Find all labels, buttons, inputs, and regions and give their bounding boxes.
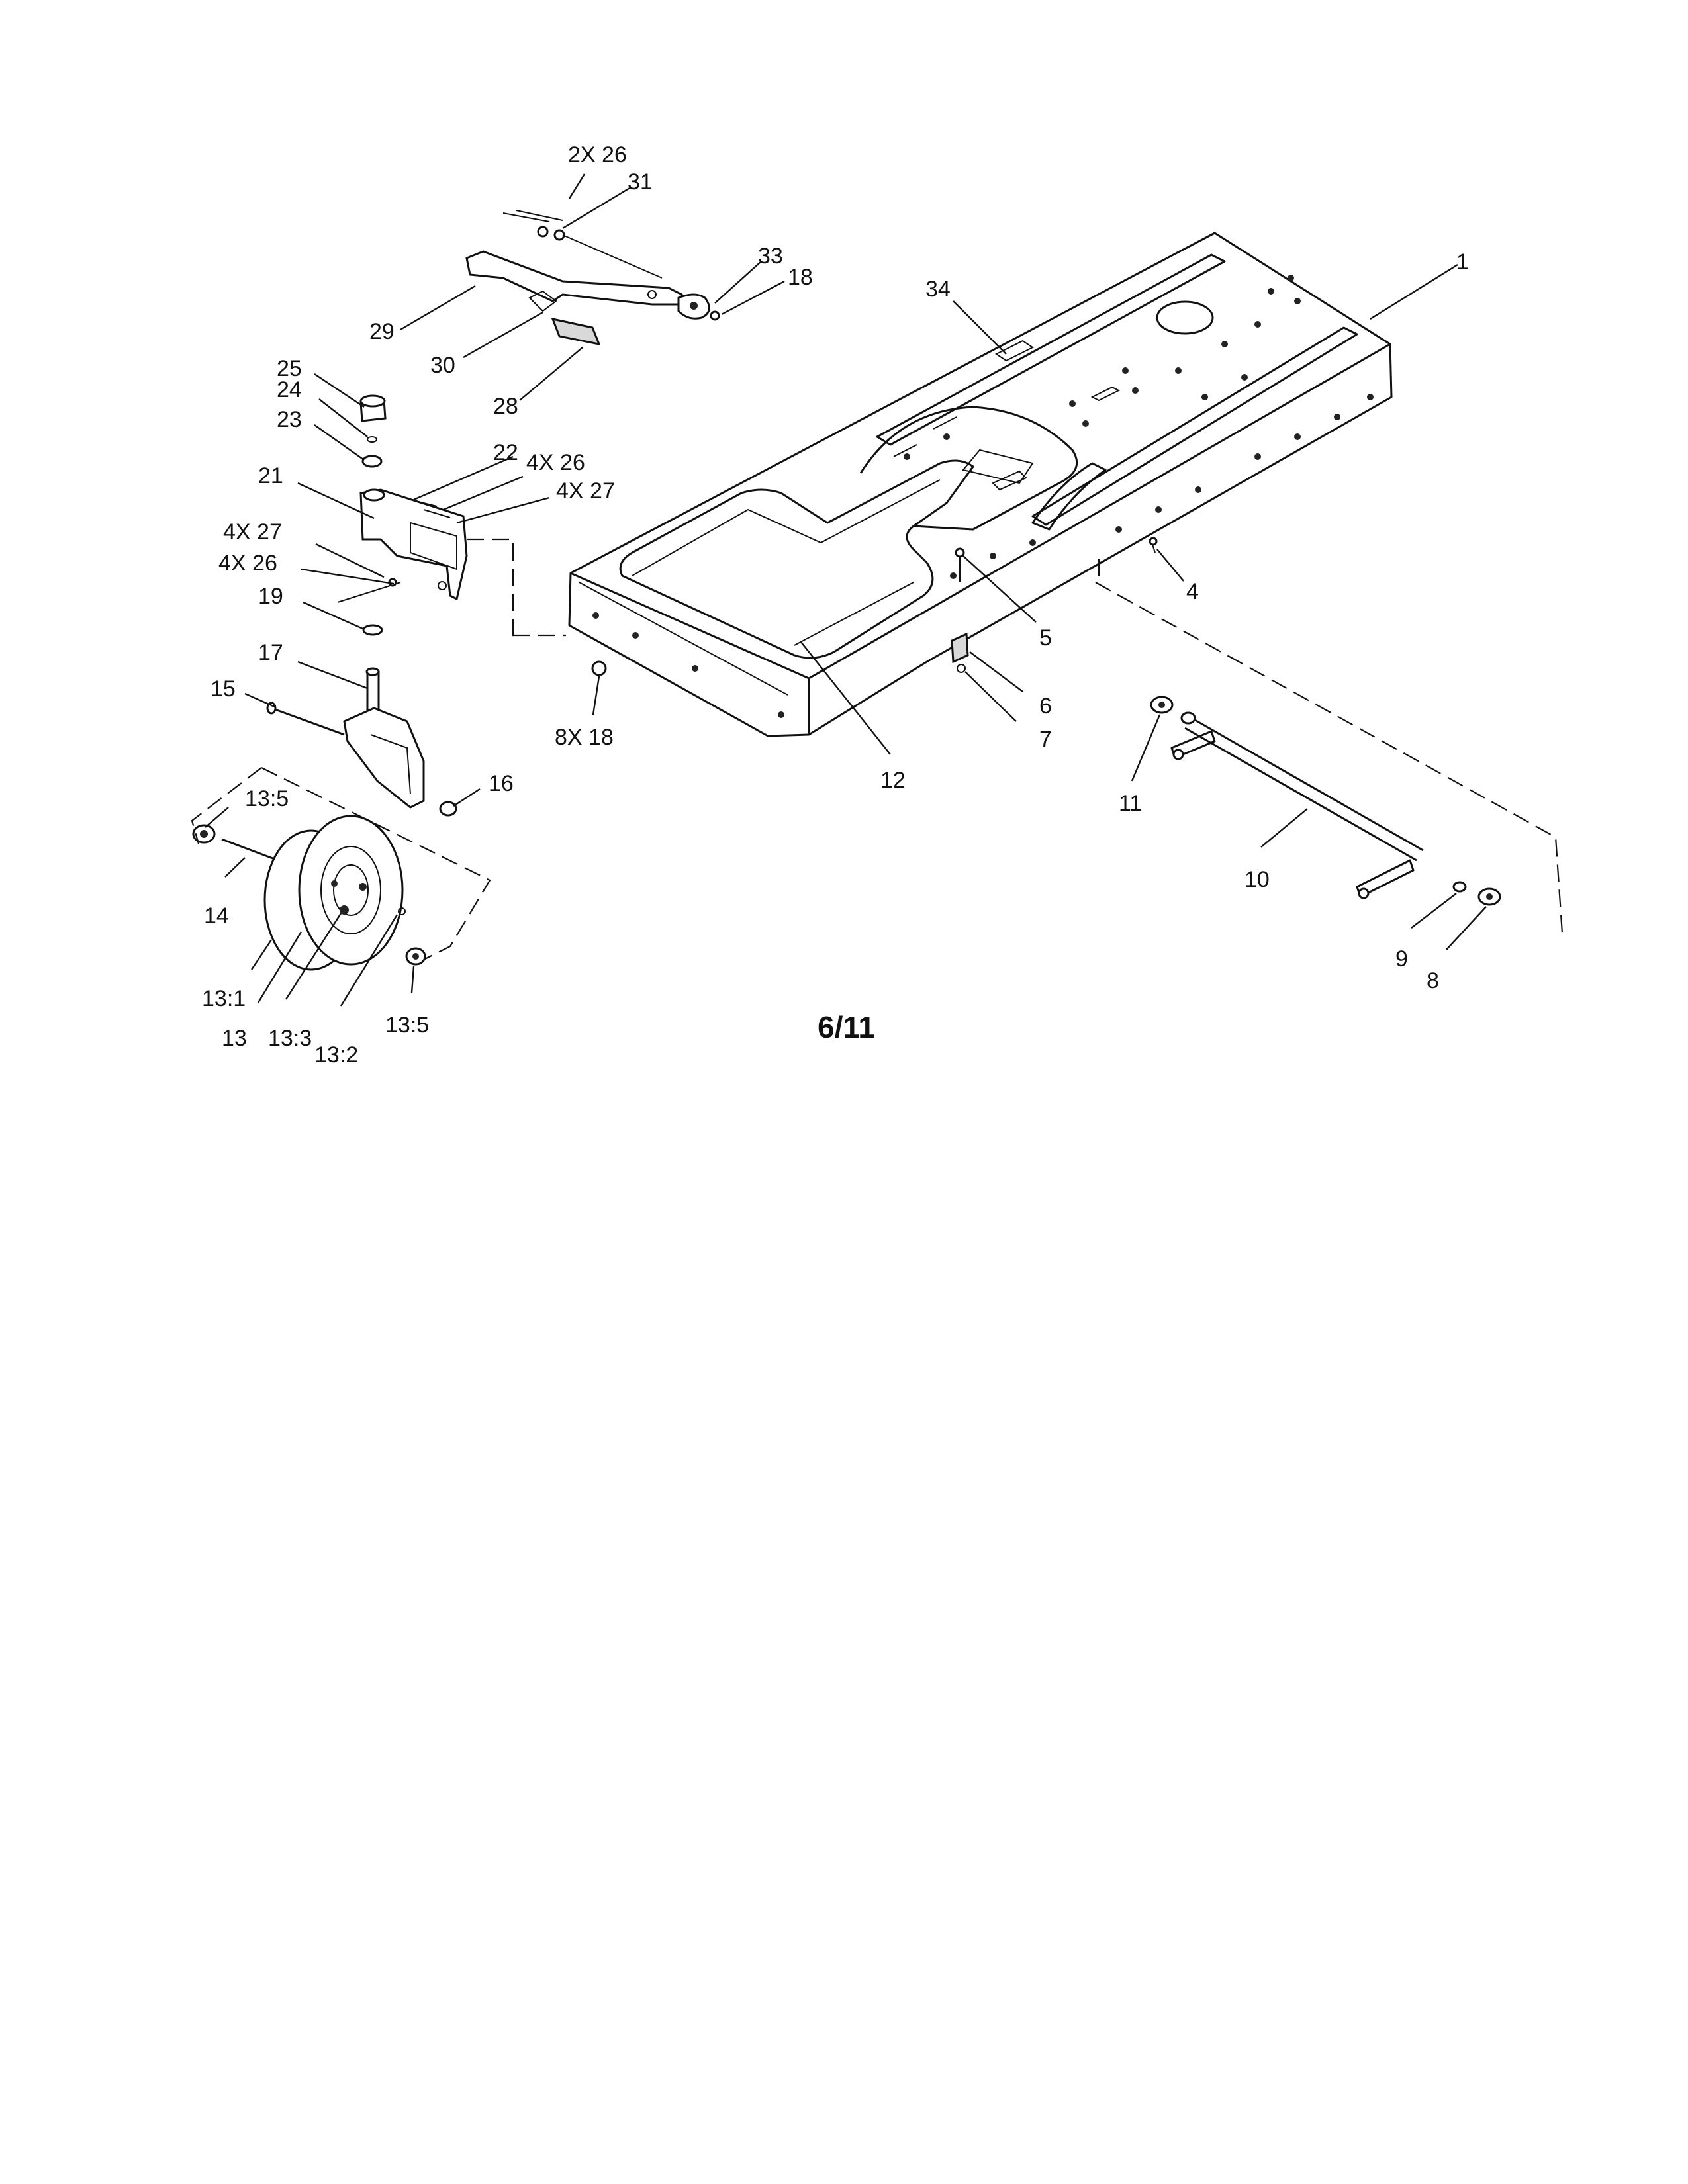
callout-25: 25 <box>277 356 302 381</box>
callout-19: 19 <box>258 584 283 609</box>
callout-34: 34 <box>925 277 951 302</box>
callout-8x18: 8X 18 <box>555 725 614 750</box>
callout-13-1: 13:1 <box>202 986 246 1011</box>
nut-8x18 <box>591 660 607 676</box>
leader-lines <box>205 173 1487 1007</box>
callout-4: 4 <box>1186 579 1199 604</box>
callout-15: 15 <box>211 676 236 702</box>
callout-21: 21 <box>258 463 283 488</box>
callout-4x27-left: 4X 27 <box>223 520 282 545</box>
callout-4x27-top: 4X 27 <box>556 478 615 504</box>
clip-part <box>951 537 1158 673</box>
callout-10: 10 <box>1244 867 1270 892</box>
callout-9: 9 <box>1395 946 1408 972</box>
pivot-bar <box>1150 696 1501 906</box>
grip-part <box>551 317 601 346</box>
callout-1: 1 <box>1456 250 1469 275</box>
callout-14: 14 <box>204 903 229 929</box>
callout-2x26: 2X 26 <box>568 142 627 167</box>
callout-13-3: 13:3 <box>268 1026 312 1051</box>
callout-33: 33 <box>758 244 783 269</box>
callout-12: 12 <box>880 768 906 793</box>
callout-16: 16 <box>489 771 514 796</box>
callout-23: 23 <box>277 407 302 432</box>
callout-13-5-top: 13:5 <box>245 786 289 811</box>
frame-assembly <box>568 232 1393 737</box>
callout-4x26-top: 4X 26 <box>526 450 585 475</box>
callout-29: 29 <box>369 319 395 344</box>
callout-28: 28 <box>493 394 518 419</box>
steering-arm <box>465 210 720 321</box>
callout-24: 24 <box>277 377 302 402</box>
callout-labels: 1 2X 26 31 33 18 34 29 30 28 25 24 23 22… <box>202 142 1469 1068</box>
callout-7: 7 <box>1039 727 1052 752</box>
callout-31: 31 <box>628 169 653 195</box>
callout-13: 13 <box>222 1026 247 1051</box>
callout-13-5-bottom: 13:5 <box>385 1013 429 1038</box>
callout-6: 6 <box>1039 694 1052 719</box>
caster-pivot <box>266 394 468 817</box>
callout-8: 8 <box>1427 968 1439 993</box>
callout-22: 22 <box>493 440 518 465</box>
callout-11: 11 <box>1119 791 1142 816</box>
callout-4x26-left: 4X 26 <box>218 551 277 576</box>
callout-18: 18 <box>788 265 813 290</box>
callout-30: 30 <box>430 353 455 378</box>
page-number: 6/11 <box>818 1010 875 1044</box>
callout-17: 17 <box>258 640 283 665</box>
dashed-guides <box>191 538 1564 960</box>
caster-wheel <box>192 815 426 971</box>
callout-13-2: 13:2 <box>314 1042 358 1068</box>
callout-5: 5 <box>1039 625 1052 651</box>
